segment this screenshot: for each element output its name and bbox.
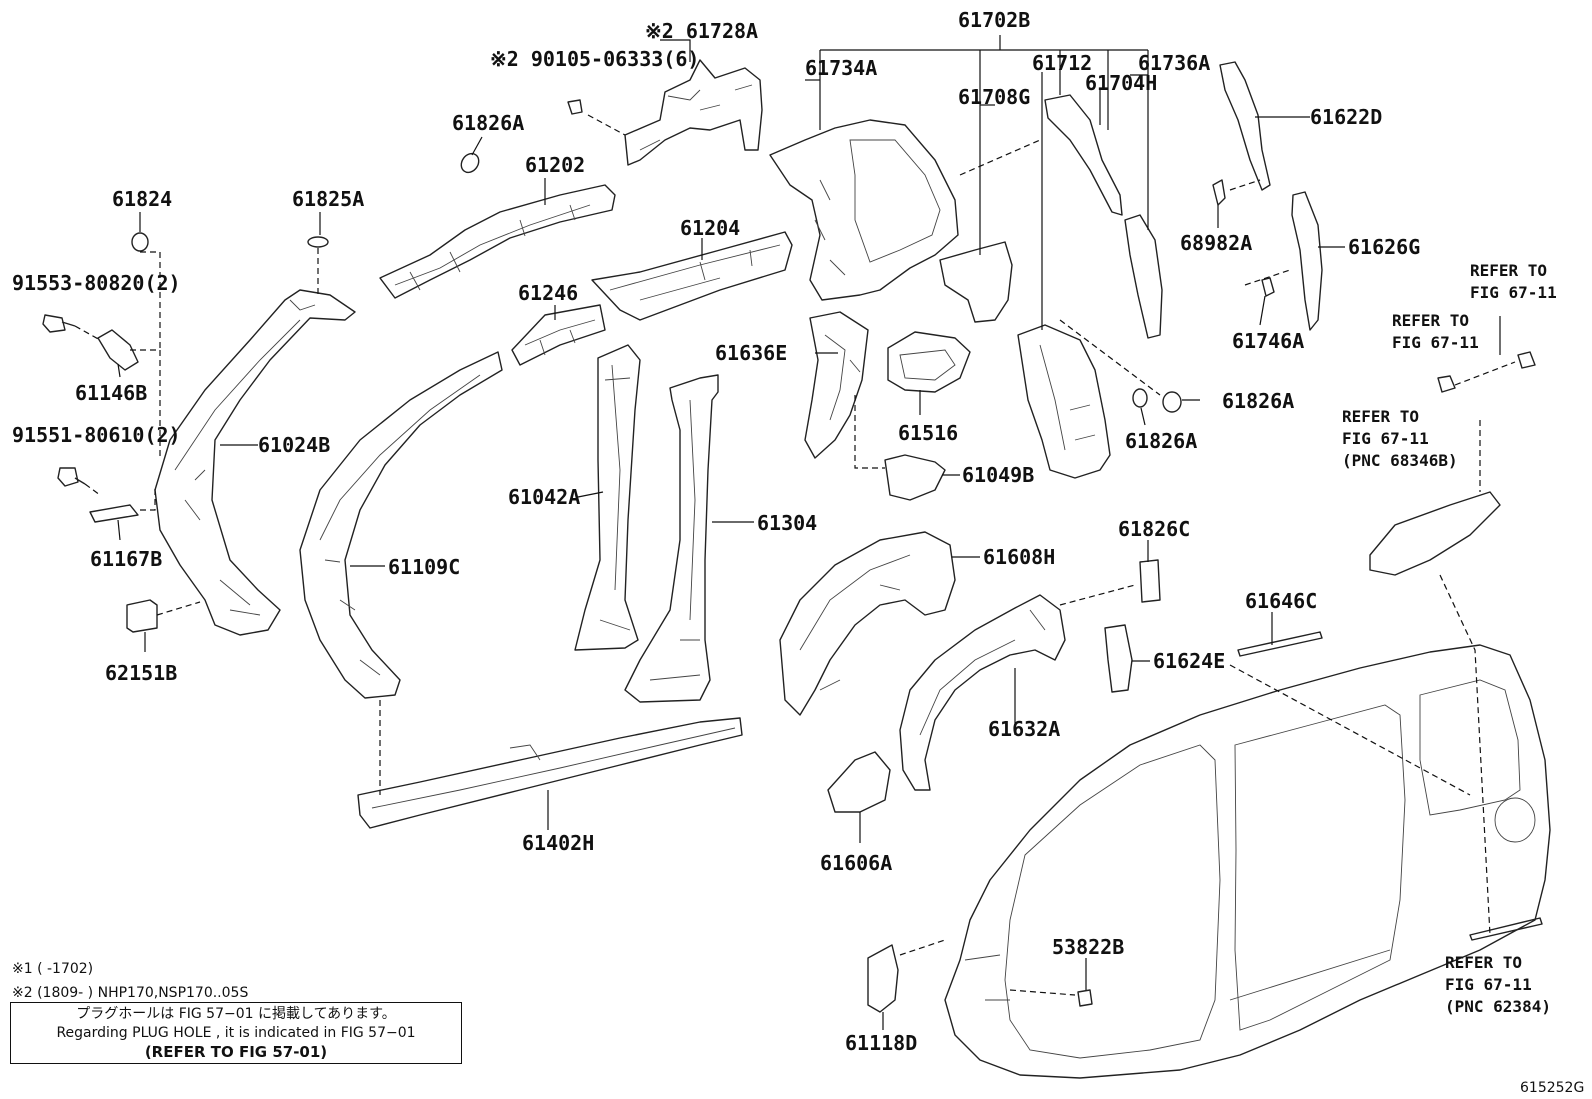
- refer-4-line-3: (PNC 62384): [1445, 997, 1551, 1016]
- label-61826A-top: 61826A: [452, 111, 524, 135]
- label-61626G: 61626G: [1348, 235, 1420, 259]
- part-shapes: [42, 59, 1551, 1079]
- label-61708G: 61708G: [958, 85, 1030, 109]
- label-91553: 91553-80820(2): [12, 271, 181, 295]
- label-61826A-r2: 61826A: [1125, 429, 1197, 453]
- refer-1-line-2: FIG 67-11: [1470, 283, 1557, 302]
- label-61736A: 61736A: [1138, 51, 1210, 75]
- label-61204: 61204: [680, 216, 740, 240]
- note-line-ref: (REFER TO FIG 57-01): [144, 1043, 328, 1061]
- footnotes: ※1 ( -1702) ※2 (1809- ) NHP170,NSP170..0…: [12, 961, 1584, 1096]
- refer-3-line-3: (PNC 68346B): [1342, 451, 1458, 470]
- refer-3-line-1: REFER TO: [1342, 407, 1419, 426]
- label-61146B: 61146B: [75, 381, 147, 405]
- label-61824: 61824: [112, 187, 172, 211]
- note-line-jp: プラグホールは FIG 57−01 に掲載してあります。: [76, 1006, 396, 1022]
- refer-4-line-2: FIG 67-11: [1445, 975, 1532, 994]
- footnote-1: ※1 ( -1702): [12, 961, 93, 977]
- label-53822B: 53822B: [1052, 935, 1124, 959]
- figure-code: 615252G: [1520, 1080, 1584, 1096]
- note-line-en: Regarding PLUG HOLE , it is indicated in…: [56, 1025, 416, 1041]
- label-61049B: 61049B: [962, 463, 1034, 487]
- label-61167B: 61167B: [90, 547, 162, 571]
- label-61632A: 61632A: [988, 717, 1060, 741]
- label-61042A: 61042A: [508, 485, 580, 509]
- part-labels: 61702B ※2 61728A ※2 90105-06333(6) 61734…: [12, 8, 1420, 1055]
- plug-hole-note: プラグホールは FIG 57−01 に掲載してあります。 Regarding P…: [10, 1002, 462, 1064]
- label-61734A: 61734A: [805, 56, 877, 80]
- label-61746A: 61746A: [1232, 329, 1304, 353]
- label-61202: 61202: [525, 153, 585, 177]
- label-61606A: 61606A: [820, 851, 892, 875]
- leader-lines: [117, 35, 1501, 1030]
- label-61622D: 61622D: [1310, 105, 1382, 129]
- refer-labels: REFER TO FIG 67-11 REFER TO FIG 67-11 RE…: [1342, 261, 1557, 1016]
- refer-2-line-2: FIG 67-11: [1392, 333, 1479, 352]
- label-61118D: 61118D: [845, 1031, 917, 1055]
- label-61024B: 61024B: [258, 433, 330, 457]
- label-61304: 61304: [757, 511, 817, 535]
- dashed-lines: [74, 114, 1516, 996]
- label-61246: 61246: [518, 281, 578, 305]
- label-61825A: 61825A: [292, 187, 364, 211]
- label-61516: 61516: [898, 421, 958, 445]
- label-61702B: 61702B: [958, 8, 1030, 32]
- label-61402H: 61402H: [522, 831, 594, 855]
- label-61704H: 61704H: [1085, 71, 1157, 95]
- label-61608H: 61608H: [983, 545, 1055, 569]
- refer-4-line-1: REFER TO: [1445, 953, 1522, 972]
- label-90105: ※2 90105-06333(6): [490, 47, 699, 71]
- label-61636E: 61636E: [715, 341, 787, 365]
- refer-1-line-1: REFER TO: [1470, 261, 1547, 280]
- label-61826A-r: 61826A: [1222, 389, 1294, 413]
- label-68982A: 68982A: [1180, 231, 1252, 255]
- refer-3-line-2: FIG 67-11: [1342, 429, 1429, 448]
- label-61728A: ※2 61728A: [645, 19, 758, 43]
- refer-2-line-1: REFER TO: [1392, 311, 1469, 330]
- label-61646C: 61646C: [1245, 589, 1317, 613]
- label-61624E: 61624E: [1153, 649, 1225, 673]
- label-62151B: 62151B: [105, 661, 177, 685]
- label-91551: 91551-80610(2): [12, 423, 181, 447]
- label-61109C: 61109C: [388, 555, 460, 579]
- label-61712: 61712: [1032, 51, 1092, 75]
- footnote-2: ※2 (1809- ) NHP170,NSP170..05S: [12, 985, 248, 1001]
- label-61826C: 61826C: [1118, 517, 1190, 541]
